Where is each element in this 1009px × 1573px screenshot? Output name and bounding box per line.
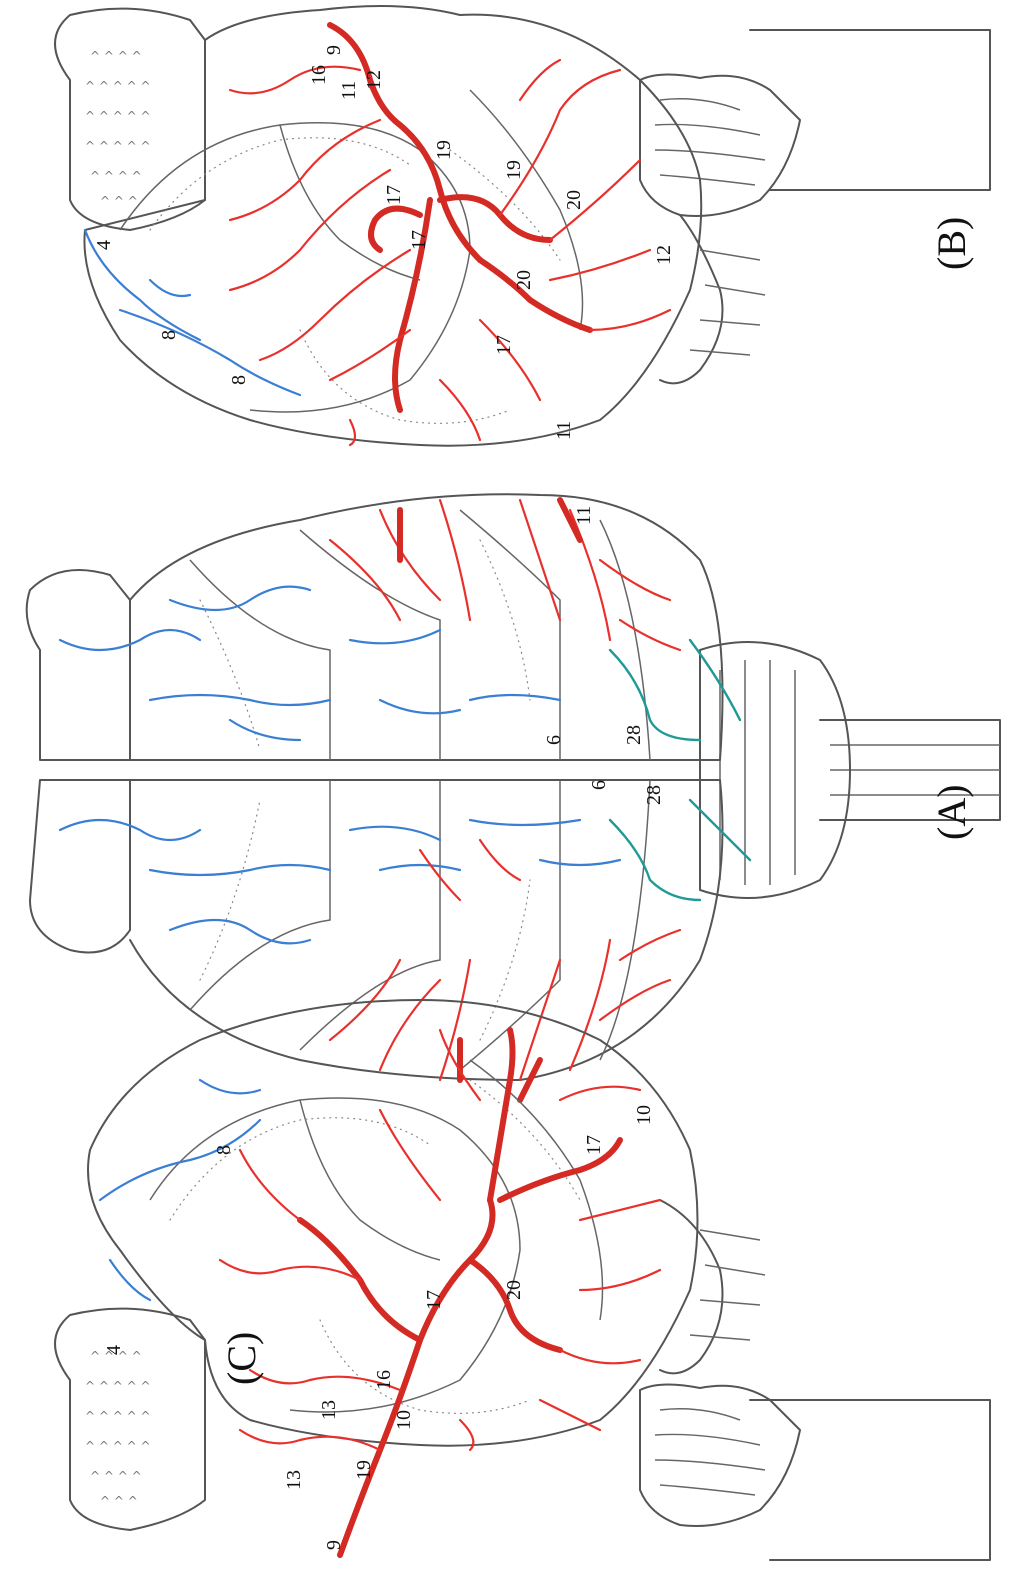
panel-b-num: 19 bbox=[503, 160, 525, 180]
panel-b: ^ ^ ^ ^ ^ ^ ^ ^ ^ ^ ^ ^ ^ ^ ^ ^ ^ ^ ^ ^ … bbox=[55, 6, 990, 446]
svg-text:^ ^ ^ ^ ^: ^ ^ ^ ^ ^ bbox=[85, 139, 151, 153]
panel-b-num: 12 bbox=[653, 245, 675, 265]
panel-b-olfactory-bulb: ^ ^ ^ ^ ^ ^ ^ ^ ^ ^ ^ ^ ^ ^ ^ ^ ^ ^ ^ ^ … bbox=[55, 9, 205, 230]
svg-text:^ ^ ^ ^ ^: ^ ^ ^ ^ ^ bbox=[85, 1379, 151, 1393]
panel-b-num: 11 bbox=[338, 81, 360, 100]
panel-a-arteries bbox=[330, 500, 680, 1100]
panel-b-num: 4 bbox=[93, 240, 115, 250]
panel-a-num: 11 bbox=[573, 506, 595, 525]
svg-text:^ ^ ^: ^ ^ ^ bbox=[100, 194, 138, 208]
panel-b-arteries bbox=[230, 25, 670, 445]
panel-b-num: 8 bbox=[228, 375, 250, 385]
panel-b-cerebellum bbox=[640, 74, 800, 383]
panel-b-num: 20 bbox=[513, 270, 535, 290]
panel-a-hemisphere-bottom bbox=[130, 780, 723, 1080]
panel-a-num: 6 bbox=[588, 780, 610, 790]
svg-text:^ ^ ^ ^: ^ ^ ^ ^ bbox=[90, 169, 142, 183]
panel-c-num: 19 bbox=[353, 1460, 375, 1480]
panel-c-num: 17 bbox=[423, 1290, 445, 1310]
panel-b-num: 17 bbox=[493, 335, 515, 355]
panel-c: ^ ^ ^ ^ ^ ^ ^ ^ ^ ^ ^ ^ ^ ^ ^ ^ ^ ^ ^ ^ … bbox=[55, 1000, 990, 1560]
panel-a-posterior-vessels bbox=[610, 640, 750, 900]
svg-text:^ ^ ^ ^: ^ ^ ^ ^ bbox=[90, 1469, 142, 1483]
panel-c-label: (C) bbox=[219, 1332, 264, 1385]
panel-b-num: 19 bbox=[433, 140, 455, 160]
svg-text:^ ^ ^ ^: ^ ^ ^ ^ bbox=[90, 49, 142, 63]
panel-c-cerebellum bbox=[640, 1200, 800, 1526]
panel-b-num: 20 bbox=[563, 190, 585, 210]
panel-a-olfactory-bulb-top bbox=[27, 570, 130, 760]
panel-c-num: 13 bbox=[318, 1400, 340, 1420]
svg-text:^ ^ ^ ^ ^: ^ ^ ^ ^ ^ bbox=[85, 79, 151, 93]
panel-b-num: 9 bbox=[323, 45, 345, 55]
panel-b-num: 12 bbox=[363, 70, 385, 90]
panel-b-num: 16 bbox=[308, 65, 330, 85]
panel-b-num: 11 bbox=[553, 421, 575, 440]
panel-b-veins bbox=[85, 230, 300, 395]
panel-b-num: 8 bbox=[158, 330, 180, 340]
panel-a-label: (A) bbox=[929, 784, 974, 840]
panel-c-num: 13 bbox=[283, 1470, 305, 1490]
panel-a-num: 28 bbox=[623, 725, 645, 745]
panel-b-label: (B) bbox=[929, 217, 974, 270]
panel-c-olfactory-bulb: ^ ^ ^ ^ ^ ^ ^ ^ ^ ^ ^ ^ ^ ^ ^ ^ ^ ^ ^ ^ … bbox=[55, 1309, 205, 1530]
panel-b-num: 17 bbox=[383, 185, 405, 205]
panel-a-num: 6 bbox=[543, 735, 565, 745]
panel-c-num: 20 bbox=[503, 1280, 525, 1300]
panel-c-num: 10 bbox=[393, 1410, 415, 1430]
svg-text:^ ^ ^ ^ ^: ^ ^ ^ ^ ^ bbox=[85, 1409, 151, 1423]
panel-b-num: 17 bbox=[408, 230, 430, 250]
panel-c-num: 16 bbox=[373, 1370, 395, 1390]
panel-c-veins bbox=[100, 1080, 260, 1300]
svg-text:^ ^ ^ ^ ^: ^ ^ ^ ^ ^ bbox=[85, 109, 151, 123]
panel-c-brainstem bbox=[750, 1400, 990, 1560]
panel-a-num: 28 bbox=[643, 785, 665, 805]
panel-a-veins bbox=[60, 587, 620, 944]
panel-c-num: 17 bbox=[583, 1135, 605, 1155]
svg-text:^ ^ ^ ^ ^: ^ ^ ^ ^ ^ bbox=[85, 1439, 151, 1453]
svg-text:^ ^ ^: ^ ^ ^ bbox=[100, 1494, 138, 1508]
panel-c-num: 4 bbox=[103, 1345, 125, 1355]
panel-b-brainstem bbox=[750, 30, 990, 190]
panel-a-olfactory-bulb-bottom bbox=[30, 780, 130, 953]
panel-c-num: 9 bbox=[323, 1540, 345, 1550]
panel-c-num: 10 bbox=[633, 1105, 655, 1125]
panel-c-num: 8 bbox=[213, 1145, 235, 1155]
